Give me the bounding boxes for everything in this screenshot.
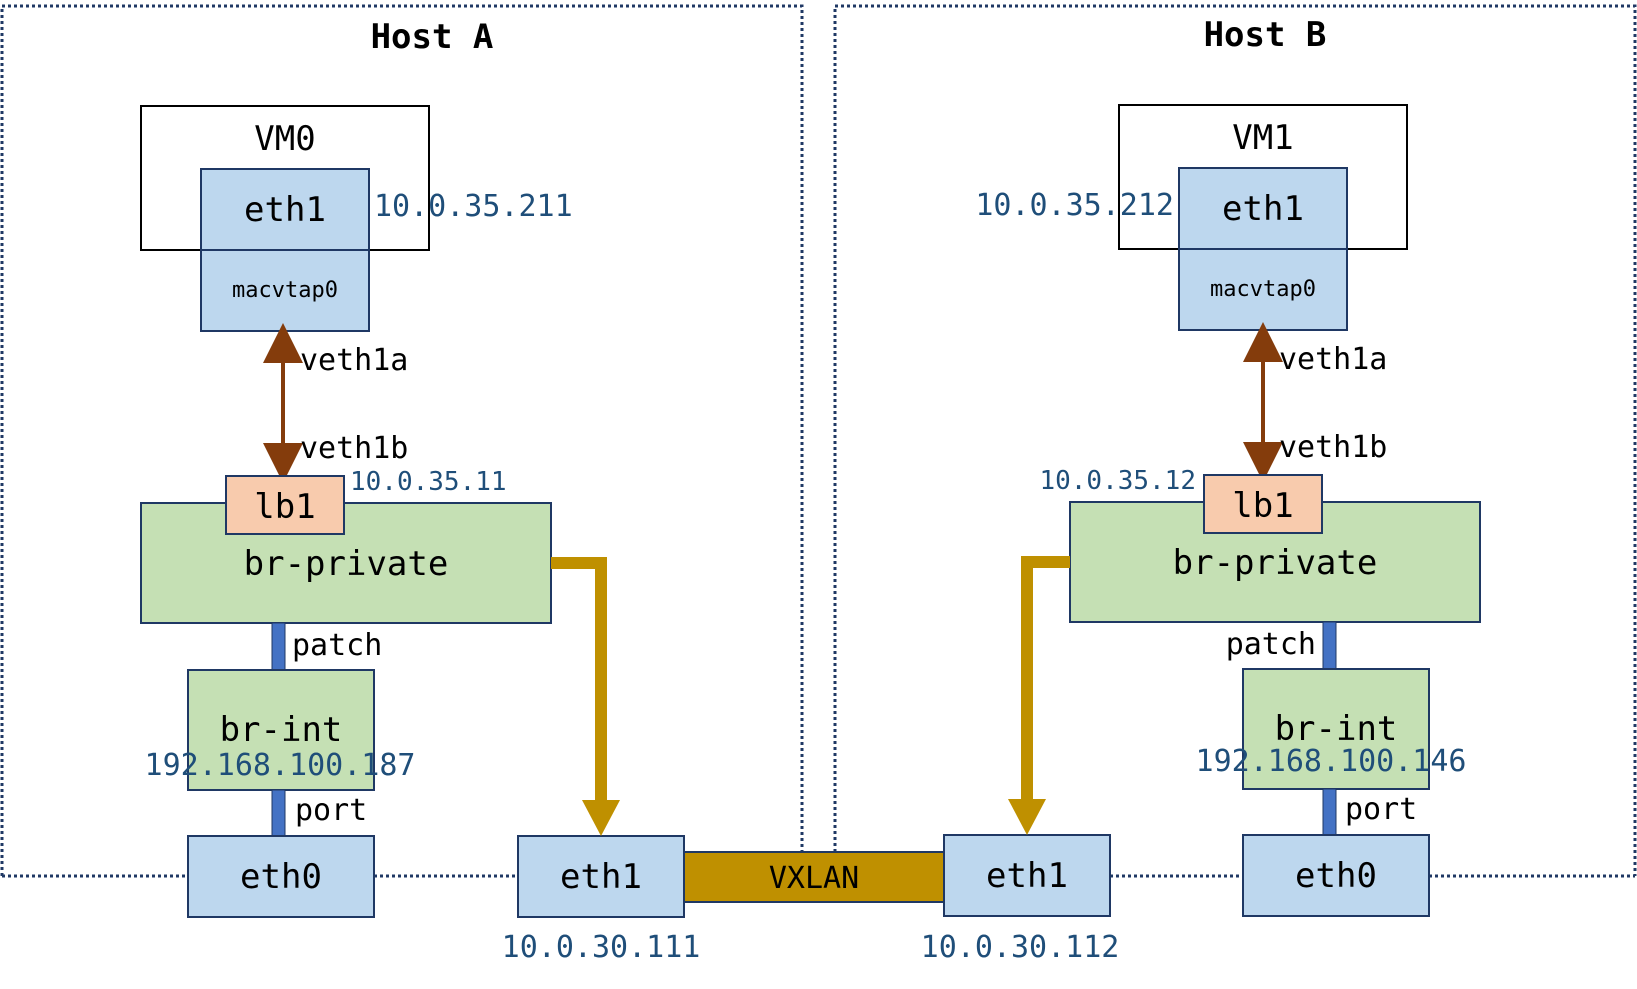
host-b-eth1-label: eth1 [986, 856, 1068, 896]
vm0-br-private-box [140, 502, 552, 624]
vm1-eth0-label: eth0 [1295, 856, 1377, 896]
vm0-label: VM0 [254, 119, 315, 159]
vm1-veth1a-label: veth1a [1279, 342, 1387, 377]
host-b-eth1-ip: 10.0.30.112 [921, 930, 1120, 965]
vm1-label: VM1 [1232, 118, 1293, 158]
vm0-veth1a-label: veth1a [300, 343, 408, 378]
vm1-port-link [1322, 788, 1337, 836]
vxlan-tunnel [683, 851, 945, 903]
vxlan-label: VXLAN [769, 861, 859, 896]
vm1-br-int-label: br-int [1275, 709, 1398, 749]
vm1-macvtap-box [1178, 248, 1348, 331]
vm1-br-private-label: br-private [1173, 543, 1378, 583]
vm0-eth0-label: eth0 [240, 857, 322, 897]
host-a-eth1-label: eth1 [560, 857, 642, 897]
vm0-patch-link [271, 622, 286, 671]
vm0-lb1-label: lb1 [254, 487, 315, 527]
vm1-lb1-box [1203, 474, 1323, 534]
vm1-macvtap-label: macvtap0 [1210, 277, 1316, 302]
vm1-patch-label: patch [1226, 627, 1316, 662]
host-b-boundary [833, 4, 1637, 876]
vm0-patch-label: patch [292, 628, 382, 663]
host-b-eth1-box [943, 834, 1111, 917]
host-a-eth1-ip: 10.0.30.111 [502, 930, 701, 965]
vm0-br-int-box [187, 669, 375, 791]
vm0-lb1-ip: 10.0.35.11 [350, 467, 507, 497]
host-b-vxlan-arrowhead [1008, 799, 1046, 835]
vm1-br-int-box [1242, 668, 1430, 790]
vm1-br-int-ip: 192.168.100.146 [1196, 744, 1467, 779]
vm0-br-int-label: br-int [220, 710, 343, 750]
vm0-macvtap-label: macvtap0 [232, 278, 338, 303]
host-a-eth1-box [517, 835, 685, 918]
vm1-veth1b-label: veth1b [1279, 430, 1387, 465]
vm0-port-link [271, 789, 286, 837]
vm0-br-int-ip: 192.168.100.187 [145, 748, 416, 783]
host-a-title: Host A [371, 17, 494, 57]
vm1-lb1-ip: 10.0.35.12 [1039, 466, 1196, 496]
vm0-eth0-box [187, 835, 375, 918]
vm0-eth1-ip: 10.0.35.211 [374, 189, 573, 224]
host-b-title: Host B [1204, 15, 1327, 55]
host-a-vxlan-arrow [551, 557, 607, 800]
host-a-boundary [0, 4, 804, 876]
vm1-lb1-label: lb1 [1232, 486, 1293, 526]
vm1-port-label: port [1345, 792, 1417, 827]
vm0-port-label: port [295, 793, 367, 828]
vm1-eth0-box [1242, 834, 1430, 917]
vm1-patch-link [1322, 621, 1337, 670]
vm0-eth1-label: eth1 [244, 190, 326, 230]
vm0-lb1-box [225, 475, 345, 535]
vm1-eth1-label: eth1 [1222, 189, 1304, 229]
vm0-br-private-label: br-private [244, 544, 449, 584]
vm1-eth1-ip: 10.0.35.212 [975, 188, 1174, 223]
vm0-macvtap-box [200, 249, 370, 332]
vm0-veth1b-label: veth1b [300, 431, 408, 466]
vm1-eth1-box [1178, 167, 1348, 250]
host-a-vxlan-arrowhead [582, 800, 620, 836]
host-b-vxlan-arrow [1021, 556, 1070, 799]
